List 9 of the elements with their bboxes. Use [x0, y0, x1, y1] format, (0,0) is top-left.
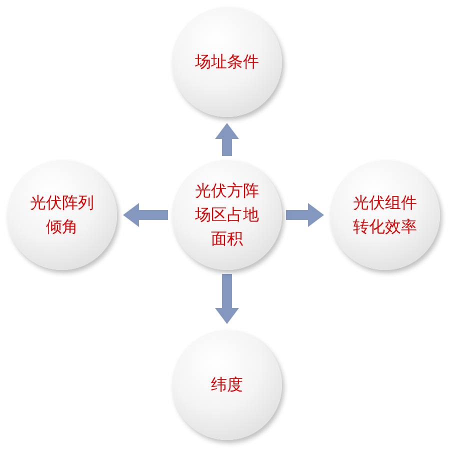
node-text: 光伏方阵场区占地面积 [194, 180, 260, 250]
node-text: 光伏阵列倾角 [29, 192, 95, 238]
node-text: 场址条件 [194, 51, 260, 73]
node-text: 纬度 [210, 374, 244, 396]
node-text: 光伏组件转化效率 [352, 192, 418, 238]
arrow [286, 203, 324, 227]
arrow [123, 203, 168, 227]
arrow [215, 274, 239, 324]
arrow [215, 123, 239, 156]
